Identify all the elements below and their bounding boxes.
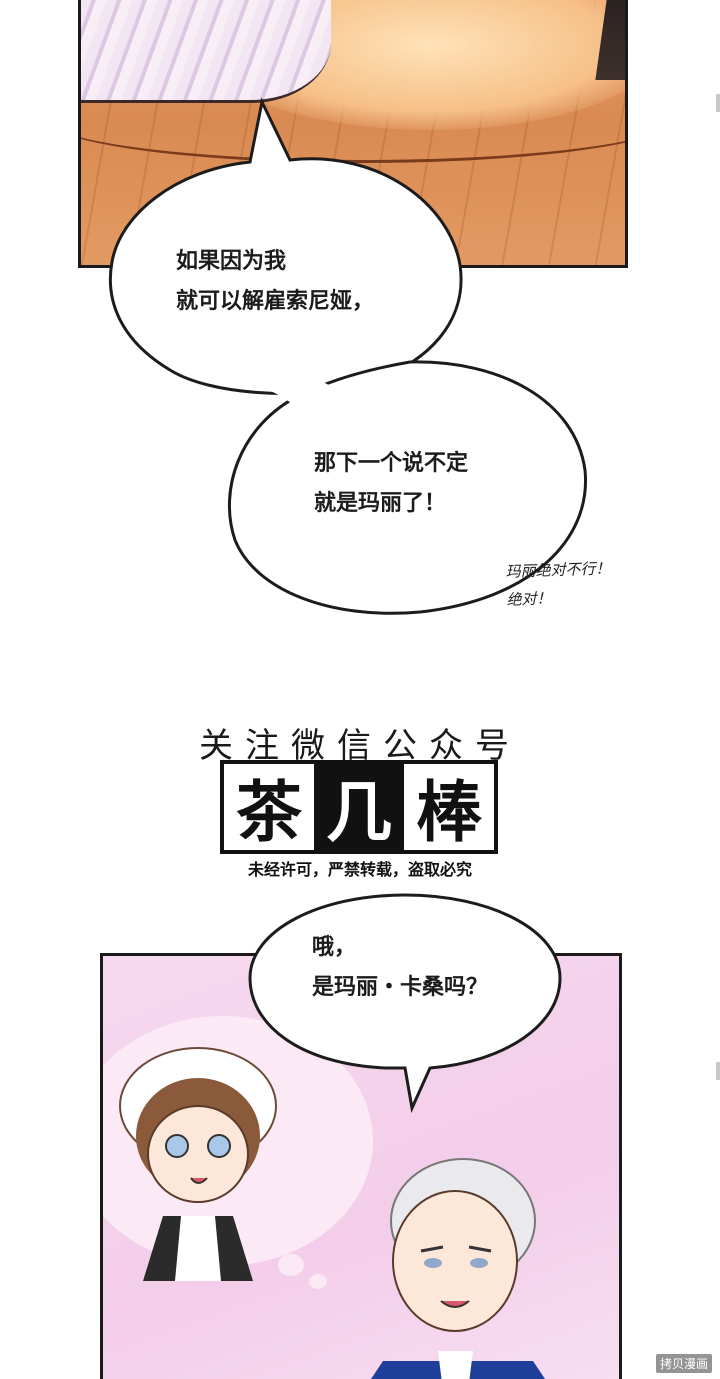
- watermark-logo: 茶 几 棒: [220, 760, 498, 854]
- bubble-3-line-1: 哦，: [312, 935, 357, 960]
- right-edge-mark-bottom: [716, 1062, 720, 1080]
- corner-watermark: 拷贝漫画: [655, 1354, 712, 1373]
- bubble-2-text: 那下一个说不定 就是玛丽了！: [314, 444, 468, 524]
- floor-rim: [81, 70, 625, 163]
- bubble-3-line-2: 是玛丽・卡桑吗？: [312, 975, 489, 1000]
- butler-illustration: [371, 1158, 545, 1379]
- watermark-char-2: 几: [314, 764, 404, 851]
- bubble-2-line-1: 那下一个说不定: [314, 451, 469, 476]
- bubble-2-line-2: 就是玛丽了！: [314, 491, 447, 516]
- watermark-char-3: 棒: [404, 764, 494, 851]
- bubble-3-text: 哦， 是玛丽・卡桑吗？: [312, 928, 488, 1008]
- bubble-1-line-1: 如果因为我: [176, 249, 287, 274]
- comic-panel-pink: [100, 953, 622, 1379]
- dress-hem-illustration: [81, 0, 331, 103]
- watermark-char-1: 茶: [224, 764, 314, 851]
- maid-illustration: [119, 1047, 277, 1281]
- right-edge-mark-top: [716, 94, 720, 112]
- watermark-copyright-text: 未经许可，严禁转载，盗取必究: [247, 860, 472, 879]
- thought-dot-1: [278, 1254, 304, 1276]
- watermark-follow-text: 关注微信公众号: [199, 726, 521, 766]
- thought-dot-2: [309, 1274, 327, 1289]
- bubble-1-text: 如果因为我 就可以解雇索尼娅，: [176, 242, 374, 322]
- bubble-1-line-2: 就可以解雇索尼娅，: [176, 289, 375, 314]
- speech-bubble-1: [108, 97, 588, 615]
